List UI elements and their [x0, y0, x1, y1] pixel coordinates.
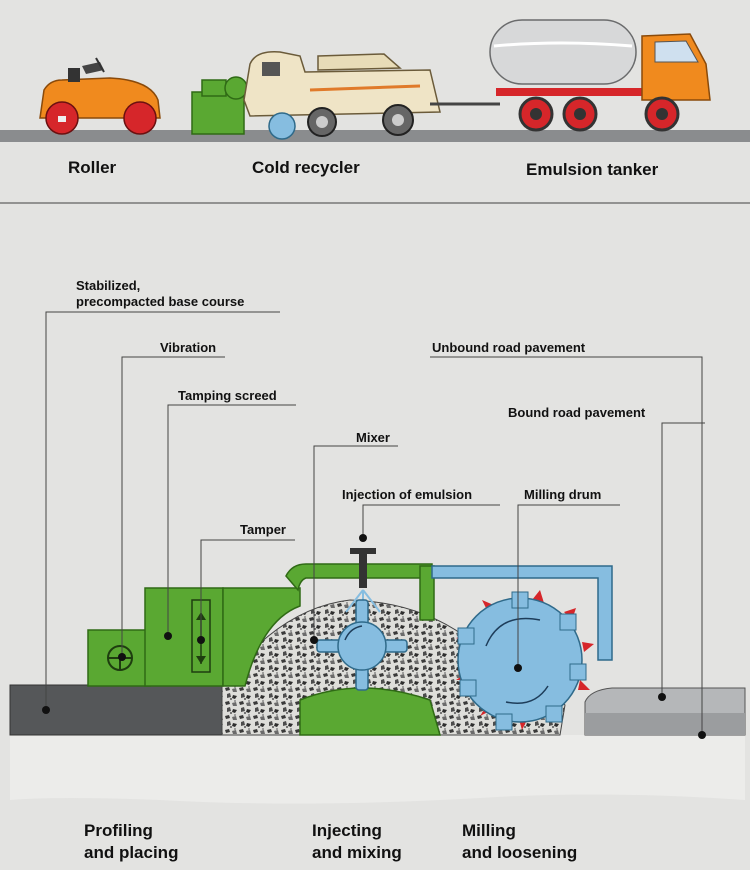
tamper-label: Tamper: [240, 522, 286, 537]
drum-hood: [431, 565, 613, 661]
milling-drum-label: Milling drum: [524, 487, 602, 502]
roller-label: Roller: [68, 158, 117, 177]
stage-profiling-label: Profiling and placing: [84, 820, 178, 864]
cold-recycler-label: Cold recycler: [252, 158, 360, 177]
leader-dots: [42, 534, 706, 739]
vibration-label: Vibration: [160, 340, 217, 355]
cross-section: [9, 311, 746, 804]
emulsion-tanker-label: Emulsion tanker: [526, 160, 659, 179]
base-course-label-line2: precompacted base course: [76, 294, 245, 309]
tamping-screed-label: Tamping screed: [178, 388, 277, 403]
road-surface: [0, 130, 750, 142]
bound-pavement-label: Bound road pavement: [508, 405, 646, 420]
stage-milling-label: Milling and loosening: [462, 820, 577, 864]
cold-recycler-illustration: [191, 51, 500, 140]
ground: [10, 735, 745, 804]
stage-profiling-line2: and placing: [84, 843, 179, 862]
base-course-label-line1: Stabilized,: [76, 278, 141, 293]
stage-injecting-line2: and mixing: [312, 843, 402, 862]
vehicle-train: [0, 19, 750, 142]
stage-injecting-label: Injecting and mixing: [312, 820, 402, 864]
milling-drum: [456, 590, 594, 731]
stage-milling-line1: Milling: [462, 821, 516, 840]
unbound-pavement-label: Unbound road pavement: [432, 340, 586, 355]
mixer-label: Mixer: [356, 430, 390, 445]
stage-injecting-line1: Injecting: [312, 821, 382, 840]
emulsion-tanker-illustration: [489, 19, 711, 132]
injection-label: Injection of emulsion: [342, 487, 473, 502]
base-course-layer: [9, 684, 223, 736]
leader-lines: [45, 311, 705, 735]
roller-illustration: [39, 57, 161, 135]
mixer-rotor: [316, 599, 408, 691]
unbound-pavement-layer: [585, 713, 745, 735]
stage-profiling-line1: Profiling: [84, 821, 153, 840]
stage-milling-line2: and loosening: [462, 843, 578, 862]
